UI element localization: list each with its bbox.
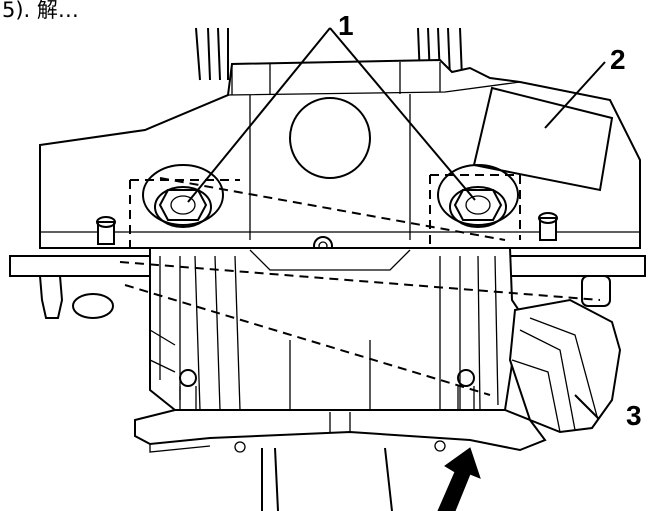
direction-arrow — [437, 447, 481, 511]
callout-3: 3 — [626, 400, 642, 431]
lower-housing — [149, 247, 522, 411]
callout-2: 2 — [610, 44, 626, 75]
caption-text: 5). 解… — [2, 0, 79, 22]
label-sticker — [472, 86, 614, 192]
base-plate — [134, 409, 547, 511]
dashed-guides — [119, 174, 601, 396]
left-bolt — [142, 164, 224, 228]
studs — [96, 212, 558, 256]
hose-bundle — [508, 298, 622, 434]
right-bolt — [437, 164, 519, 228]
leader-lines — [187, 27, 606, 419]
callout-1: 1 — [338, 10, 354, 41]
